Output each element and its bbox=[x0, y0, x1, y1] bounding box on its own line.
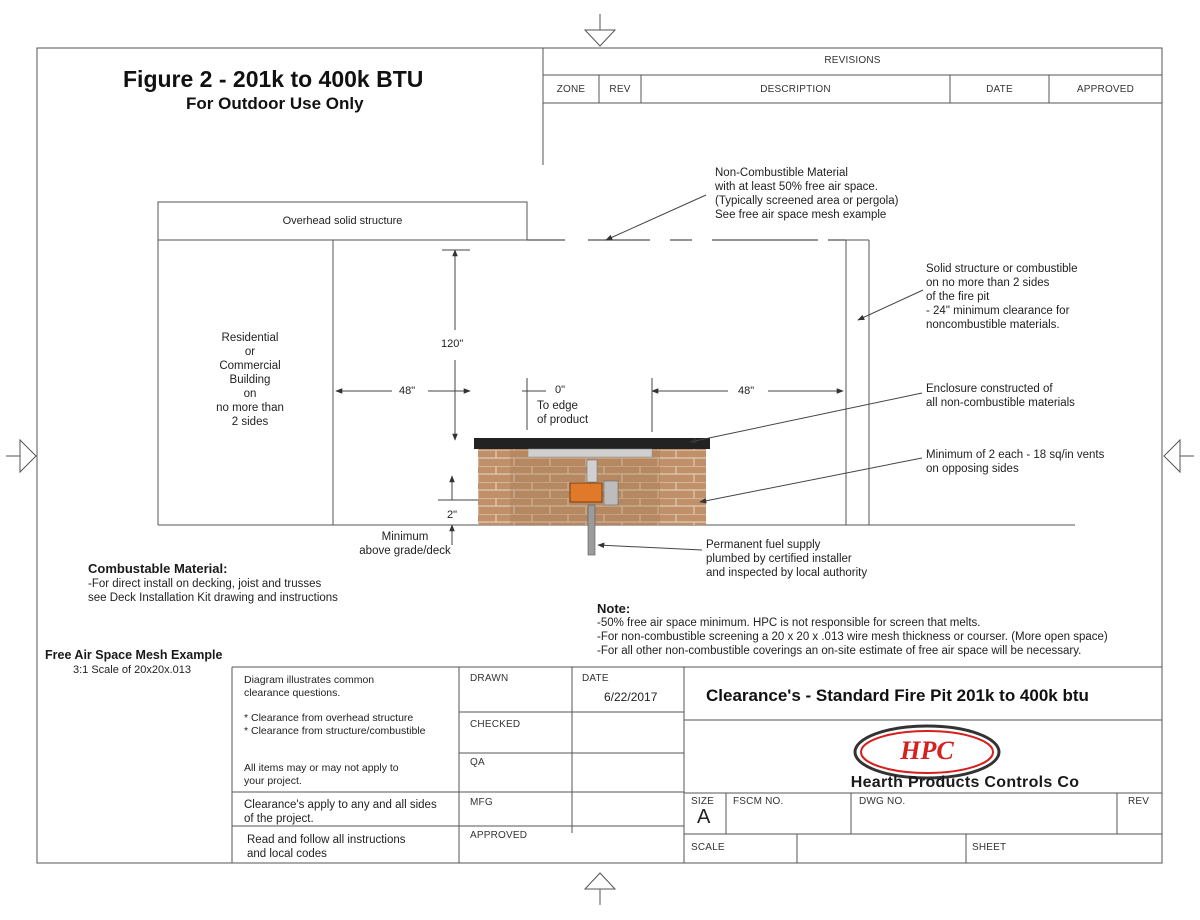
rev-col-description: DESCRIPTION bbox=[760, 84, 831, 95]
revisions-header: REVISIONS bbox=[824, 55, 881, 66]
qa-label: QA bbox=[470, 757, 485, 768]
note-text: -50% free air space minimum. HPC is not … bbox=[597, 617, 1108, 657]
date-label: DATE bbox=[582, 673, 609, 684]
note-heading: Note: bbox=[597, 601, 631, 616]
figure-title: Figure 2 - 201k to 400k BTU bbox=[123, 66, 424, 92]
dim-48-right-line bbox=[651, 378, 844, 432]
fscm-label: FSCM NO. bbox=[733, 796, 784, 807]
solid-structure-callout: Solid structure or combustible on no mor… bbox=[926, 263, 1078, 331]
combustible-heading: Combustable Material: bbox=[88, 561, 228, 576]
fire-pit-illustration bbox=[474, 438, 710, 556]
non-combustible-callout: Non-Combustible Material with at least 5… bbox=[715, 167, 899, 221]
rev-label: REV bbox=[1128, 796, 1150, 807]
sheet-border bbox=[36, 47, 1163, 864]
center-mark-bottom bbox=[583, 872, 617, 890]
size-label: SIZE bbox=[691, 796, 715, 807]
mfg-label: MFG bbox=[470, 797, 493, 808]
fire-pit-pan bbox=[527, 448, 653, 458]
company-name: Hearth Products Controls Co bbox=[850, 774, 1080, 791]
sheet-label: SHEET bbox=[972, 842, 1007, 853]
title-block-desc-3: All items may or may not apply to your p… bbox=[244, 762, 399, 787]
dwg-no-label: DWG NO. bbox=[859, 796, 906, 807]
burner-valve bbox=[569, 482, 603, 503]
dim-48-right-label: 48" bbox=[738, 385, 755, 397]
rev-col-date: DATE bbox=[986, 84, 1013, 95]
dim-120-line bbox=[442, 249, 470, 441]
enclosure-callout: Enclosure constructed of all non-combust… bbox=[926, 383, 1075, 409]
checked-label: CHECKED bbox=[470, 719, 521, 730]
minimum-label: Minimum above grade/deck bbox=[359, 531, 451, 557]
fire-pit-cap bbox=[474, 438, 710, 449]
mesh-scale-label: 3:1 Scale of 20x20x.013 bbox=[73, 664, 192, 676]
scale-label: SCALE bbox=[691, 842, 725, 853]
title-block-desc-1: Diagram illustrates common clearance que… bbox=[244, 674, 375, 699]
dim-48-left-label: 48" bbox=[399, 385, 416, 397]
revisions-block bbox=[542, 48, 1162, 165]
figure-subtitle: For Outdoor Use Only bbox=[186, 94, 364, 113]
dim-120-label: 120" bbox=[441, 338, 464, 350]
hpc-logo-badge: HPC bbox=[900, 736, 954, 765]
title-block-desc-4: Clearance's apply to any and all sides o… bbox=[244, 799, 437, 825]
drawn-label: DRAWN bbox=[470, 673, 509, 684]
mesh-heading: Free Air Space Mesh Example bbox=[45, 648, 223, 662]
center-mark-right bbox=[1163, 438, 1181, 474]
right-structure bbox=[845, 239, 870, 525]
dim-2-line bbox=[438, 475, 478, 545]
hpc-logo-oval bbox=[853, 724, 1001, 780]
rev-col-zone: ZONE bbox=[556, 84, 586, 95]
overhead-structure bbox=[157, 201, 528, 525]
rev-col-approved: APPROVED bbox=[1076, 84, 1135, 95]
combustible-text: -For direct install on decking, joist an… bbox=[88, 578, 338, 604]
title-block-desc-2: * Clearance from overhead structure * Cl… bbox=[244, 712, 426, 737]
overhead-structure-label: Overhead solid structure bbox=[282, 215, 403, 227]
center-mark-left bbox=[19, 438, 37, 474]
title-block-grid bbox=[231, 666, 1162, 863]
title-block-desc-5: Read and follow all instructions and loc… bbox=[247, 834, 406, 860]
drawing-title: Clearance's - Standard Fire Pit 201k to … bbox=[706, 686, 1089, 705]
dim-0-label: 0" bbox=[555, 384, 566, 396]
dim-0-line bbox=[522, 378, 546, 430]
center-mark-top bbox=[583, 29, 617, 47]
dim-0-note: To edge of product bbox=[537, 400, 589, 426]
fuel-pipe bbox=[587, 504, 596, 556]
fuel-supply-callout: Permanent fuel supply plumbed by certifi… bbox=[706, 539, 868, 579]
size-value: A bbox=[697, 806, 711, 828]
dim-2-label: 2" bbox=[447, 509, 458, 521]
date-value: 6/22/2017 bbox=[604, 690, 658, 704]
leader-lines bbox=[597, 194, 924, 551]
rev-col-rev: REV bbox=[609, 84, 631, 95]
vents-callout: Minimum of 2 each - 18 sq/in vents on op… bbox=[926, 449, 1105, 475]
building-label: Residential or Commercial Building on no… bbox=[216, 332, 284, 428]
approved-label: APPROVED bbox=[470, 830, 528, 841]
